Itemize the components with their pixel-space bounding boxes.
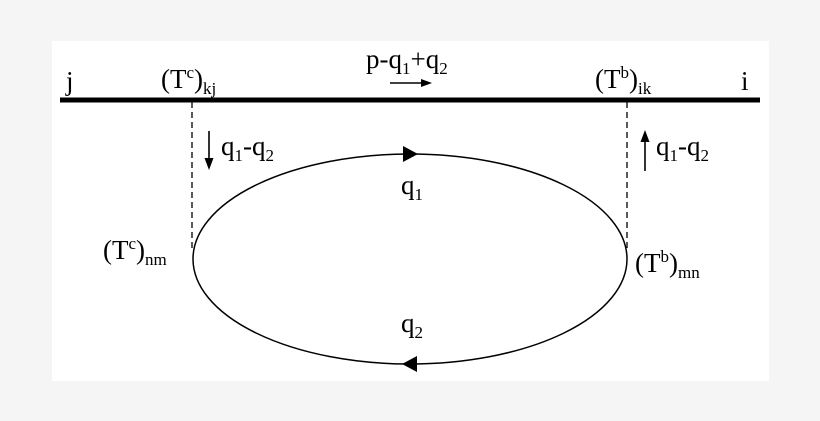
external-momentum-label: p-q1+q2 [366,44,448,78]
loop-bottom-arrow-icon [402,356,417,372]
loop-top-momentum-label: q1 [401,170,423,204]
label-j: j [66,66,74,96]
loop-top-arrow-icon [403,146,418,162]
label-i: i [741,66,749,96]
down-arrow-icon [204,131,214,170]
vertex-label-loop-right: (Tb)mn [635,247,700,282]
vertex-label-loop-left: (Tc)nm [103,234,167,269]
left-exchange-momentum-label: q1-q2 [221,131,274,165]
vertex-label-top-right: (Tb)ik [595,63,652,98]
up-arrow-icon [640,130,650,171]
vertex-label-top-left: (Tc)kj [161,63,217,98]
right-exchange-momentum-label: q1-q2 [656,131,709,165]
momentum-arrow-icon [390,79,432,87]
loop-bottom-momentum-label: q2 [401,308,423,342]
